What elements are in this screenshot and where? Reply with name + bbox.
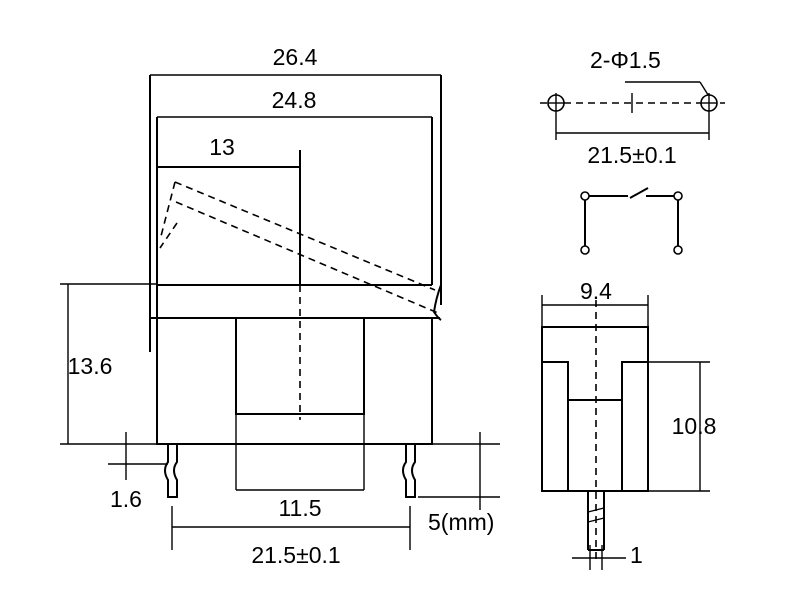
dim-center-width-label: 11.5 xyxy=(278,495,321,521)
dim-body-height: 13.6 xyxy=(60,283,157,445)
dim-pin-thickness-label: 1 xyxy=(630,542,643,568)
dim-pin-length-label: 5(mm) xyxy=(428,509,494,535)
front-view: 26.4 24.8 13 13.6 1.6 11.5 xyxy=(60,44,500,568)
terminal-left xyxy=(164,444,178,498)
dim-body-width: 24.8 xyxy=(157,87,432,118)
dim-rocker-offset-label: 13 xyxy=(209,134,235,160)
dim-pin-length: 5(mm) xyxy=(418,432,500,535)
dim-side-height: 10.8 xyxy=(648,361,717,492)
dim-body-height-label: 13.6 xyxy=(68,353,113,379)
dim-side-height-label: 10.8 xyxy=(672,413,717,439)
switch-body xyxy=(150,285,440,445)
dim-overall-width: 26.4 xyxy=(150,44,441,76)
dim-rocker-offset: 13 xyxy=(209,134,235,160)
dim-side-width-label: 9.4 xyxy=(580,278,612,304)
dim-pin-width-label: 1.6 xyxy=(110,486,142,512)
dim-hole-spacing-label: 21.5±0.1 xyxy=(587,142,676,168)
dim-overall-width-label: 26.4 xyxy=(273,44,318,70)
dim-pin-spacing: 21.5±0.1 xyxy=(171,506,411,568)
dim-side-width: 9.4 xyxy=(541,278,649,327)
dim-center-width: 11.5 xyxy=(235,414,365,521)
dim-pin-spacing-label: 21.5±0.1 xyxy=(251,542,340,568)
dim-pin-thickness: 1 xyxy=(572,542,643,570)
hole-pattern: 2-Φ1.5 21.5±0.1 xyxy=(540,47,725,168)
rocker-pivot-section xyxy=(157,150,439,314)
side-view: 9.4 10.8 1 xyxy=(541,278,717,570)
dim-body-width-label: 24.8 xyxy=(272,87,317,113)
dim-holes-label: 2-Φ1.5 xyxy=(590,47,661,73)
switch-schematic xyxy=(580,187,683,255)
dim-pin-width: 1.6 xyxy=(108,432,168,512)
terminal-right xyxy=(402,444,416,498)
